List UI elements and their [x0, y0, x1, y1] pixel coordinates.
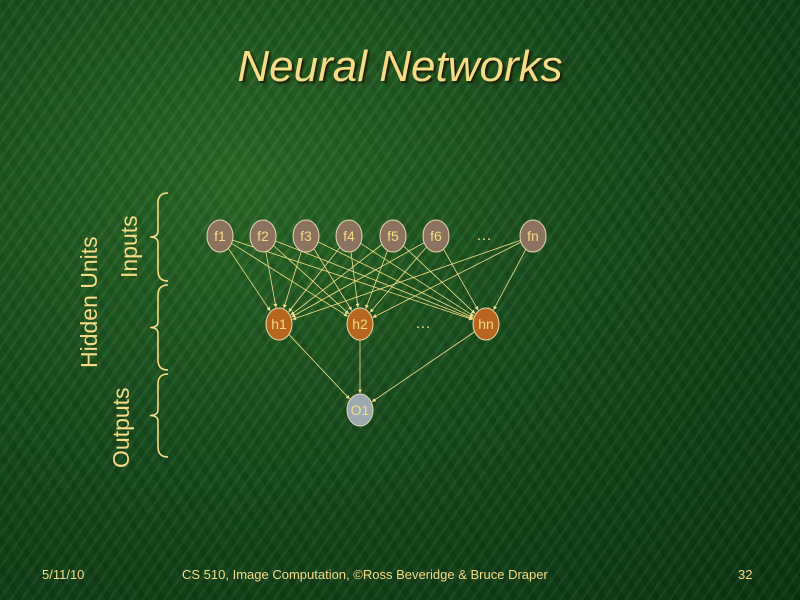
- input-node-f3: f3: [292, 219, 320, 253]
- edge-f6-h2: [369, 246, 427, 313]
- hidden-node-shape: [346, 307, 374, 341]
- input-node-shape: [519, 219, 547, 253]
- footer-date: 5/11/10: [42, 567, 85, 582]
- edge-fn-h1: [292, 239, 521, 321]
- input-node-f2: f2: [249, 219, 277, 253]
- hidden-node-shape: [472, 307, 500, 341]
- layer-bracket-1: [149, 192, 169, 282]
- hidden-node-shape: [265, 307, 293, 341]
- edge-f2-h2: [273, 245, 350, 315]
- layer-brackets: [149, 192, 169, 458]
- edge-fn-h2: [372, 241, 522, 318]
- input-node-f6: f6: [422, 219, 450, 253]
- edge-f5-h1: [290, 244, 383, 316]
- hidden-node-label: h1: [271, 316, 287, 332]
- edge-f5-h2: [365, 250, 388, 309]
- edge-f5-hn: [403, 245, 476, 314]
- edge-f1-hn: [232, 239, 473, 321]
- input-node-label: f4: [343, 228, 355, 244]
- input-node-f1: f1: [206, 219, 234, 253]
- edge-f2-h1: [265, 251, 278, 308]
- edge-f4-hn: [360, 243, 474, 317]
- input-node-f5: f5: [379, 219, 407, 253]
- edge-fn-hn: [493, 249, 527, 311]
- edge-f2-hn: [275, 240, 474, 320]
- edge-f4-h1: [288, 247, 341, 313]
- slide-title: Neural Networks: [237, 42, 563, 91]
- footer-page-number: 32: [738, 567, 753, 582]
- edge-hn-O1: [371, 331, 475, 403]
- hidden-node-h2: h2: [346, 307, 374, 341]
- edge-f1-h1: [227, 248, 271, 312]
- layer-bracket-2: [149, 284, 169, 371]
- output-node-o1: O1: [346, 393, 374, 427]
- input-node-shape: [206, 219, 234, 253]
- outputs-label: Outputs: [108, 387, 134, 468]
- input-node-label: f5: [387, 228, 399, 244]
- hidden-node-label: h2: [352, 316, 368, 332]
- hidden-node-h1: h1: [265, 307, 293, 341]
- edge-f3-h2: [313, 248, 352, 311]
- edge-f6-hn: [443, 248, 479, 311]
- layer-bracket-3: [149, 373, 169, 458]
- hidden-node-hn: hn: [472, 307, 500, 341]
- inputs-label: Inputs: [116, 215, 142, 278]
- input-node-label: f6: [430, 228, 442, 244]
- input-node-label: f1: [214, 228, 226, 244]
- hidden-ellipsis: …: [415, 315, 431, 332]
- input-node-f4: f4: [335, 219, 363, 253]
- input-node-shape: [335, 219, 363, 253]
- edge-f4-h2: [350, 251, 360, 308]
- network-edges: [227, 239, 527, 403]
- edge-h1-O1: [288, 334, 350, 400]
- input-ellipsis: …: [476, 227, 492, 244]
- input-node-label: f3: [300, 228, 312, 244]
- edge-f1-h2: [231, 242, 348, 317]
- input-node-fn: fn: [519, 219, 547, 253]
- hidden-node-label: hn: [478, 316, 494, 332]
- input-node-label: f2: [257, 228, 269, 244]
- hidden-units-label: Hidden Units: [76, 236, 102, 368]
- edge-f6-h1: [291, 242, 425, 318]
- input-node-label: fn: [527, 228, 539, 244]
- input-node-shape: [292, 219, 320, 253]
- input-node-shape: [422, 219, 450, 253]
- input-node-shape: [249, 219, 277, 253]
- footer-course: CS 510, Image Computation, ©Ross Beverid…: [182, 567, 548, 582]
- input-node-shape: [379, 219, 407, 253]
- output-node-shape: [346, 393, 374, 427]
- edge-f3-hn: [317, 241, 474, 319]
- edge-f3-h1: [283, 250, 302, 309]
- output-node-label: O1: [351, 402, 370, 418]
